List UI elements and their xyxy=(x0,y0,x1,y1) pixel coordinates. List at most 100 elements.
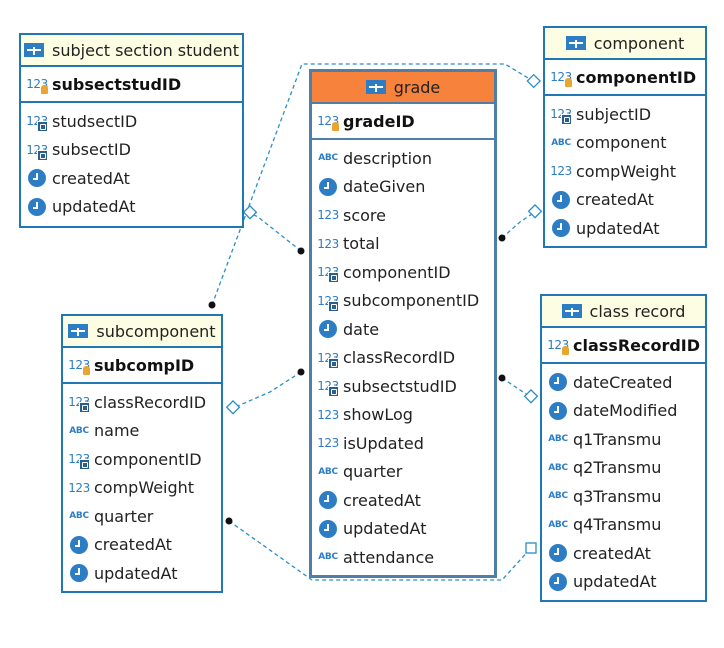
primary-key-icon: 123 xyxy=(26,74,48,94)
column-name: subsectstudID xyxy=(343,376,457,396)
column-row[interactable]: updatedAt xyxy=(63,559,221,588)
column-row[interactable]: updatedAt xyxy=(21,193,242,222)
column-row[interactable]: date xyxy=(312,315,494,344)
entity-header[interactable]: grade xyxy=(312,72,494,104)
column-row[interactable]: 123studsectID xyxy=(21,107,242,136)
primary-key-label: classRecordID xyxy=(573,335,701,355)
column-row[interactable]: createdAt xyxy=(542,539,705,568)
column-name: createdAt xyxy=(94,535,172,555)
foreign-key-icon: 123 xyxy=(317,348,339,369)
rel-end-dot xyxy=(498,234,506,242)
column-row[interactable]: 123subjectID xyxy=(545,100,705,129)
column-name: createdAt xyxy=(576,190,654,210)
column-name: componentID xyxy=(343,262,451,282)
rel-end-dot xyxy=(225,517,233,525)
entity-header[interactable]: subcomponent xyxy=(63,316,221,348)
column-name: attendance xyxy=(343,547,435,567)
column-row[interactable]: dateGiven xyxy=(312,173,494,202)
rel-end-dot xyxy=(297,368,305,376)
column-name: q1Transmu xyxy=(573,429,662,449)
entity-component[interactable]: component123componentID123subjectIDABCco… xyxy=(543,26,707,248)
column-name: createdAt xyxy=(343,490,421,510)
column-name: component xyxy=(576,133,667,153)
column-row[interactable]: 123subcomponentID xyxy=(312,287,494,316)
column-row[interactable]: createdAt xyxy=(312,486,494,515)
entity-header[interactable]: subject section student xyxy=(21,35,242,67)
column-row[interactable]: 123subsectID xyxy=(21,136,242,165)
column-row[interactable]: updatedAt xyxy=(312,515,494,544)
entity-header[interactable]: class record xyxy=(542,296,705,328)
column-row[interactable]: updatedAt xyxy=(545,214,705,243)
column-name: quarter xyxy=(343,462,403,482)
column-name: showLog xyxy=(343,405,413,425)
column-name: q4Transmu xyxy=(573,515,662,535)
column-row[interactable]: ABC quarter xyxy=(312,458,494,487)
numeric-type-icon: 123 xyxy=(317,236,339,251)
column-name: date xyxy=(343,319,380,339)
foreign-key-icon: 123 xyxy=(68,449,90,471)
numeric-type-icon: 123 xyxy=(550,164,572,179)
entity-subcomponent[interactable]: subcomponent123subcompID123classRecordID… xyxy=(61,314,223,593)
rel-end-diamond xyxy=(523,389,539,404)
entity-header[interactable]: component xyxy=(545,28,705,60)
column-row[interactable]: createdAt xyxy=(63,531,221,560)
relationship-subcomponent-component xyxy=(211,63,534,306)
text-type-icon: ABC xyxy=(318,466,338,477)
primary-key-icon: 123 xyxy=(317,111,339,131)
entity-title: subject section student xyxy=(52,40,239,60)
datetime-icon xyxy=(318,319,338,339)
column-row[interactable]: dateCreated xyxy=(542,368,705,397)
primary-key-label: subsectstudID xyxy=(52,74,182,94)
column-name: compWeight xyxy=(94,478,195,498)
column-row[interactable]: dateModified xyxy=(542,397,705,426)
datetime-icon xyxy=(548,572,568,592)
column-name: q2Transmu xyxy=(573,458,662,478)
datetime-icon xyxy=(551,190,571,210)
column-name: q3Transmu xyxy=(573,486,662,506)
datetime-icon xyxy=(318,490,338,510)
entity-subject-section-student[interactable]: subject section student123subsectstudID1… xyxy=(19,33,244,228)
foreign-key-icon: 123 xyxy=(317,262,339,284)
foreign-key-icon: 123 xyxy=(26,140,48,161)
column-row[interactable]: createdAt xyxy=(545,186,705,215)
column-name: classRecordID xyxy=(94,392,207,412)
entity-title: grade xyxy=(393,77,441,97)
column-name: isUpdated xyxy=(343,433,424,453)
column-name: updatedAt xyxy=(343,519,427,539)
rel-end-diamond xyxy=(527,204,543,219)
rel-end-square xyxy=(525,542,537,554)
column-row[interactable]: updatedAt xyxy=(542,568,705,597)
column-row[interactable]: createdAt xyxy=(21,164,242,193)
text-type-icon: ABC xyxy=(548,491,568,502)
rel-end-dot xyxy=(297,247,305,255)
column-row[interactable]: ABC q3Transmu xyxy=(542,482,705,511)
relationship-grade-subcomponent xyxy=(232,371,302,409)
